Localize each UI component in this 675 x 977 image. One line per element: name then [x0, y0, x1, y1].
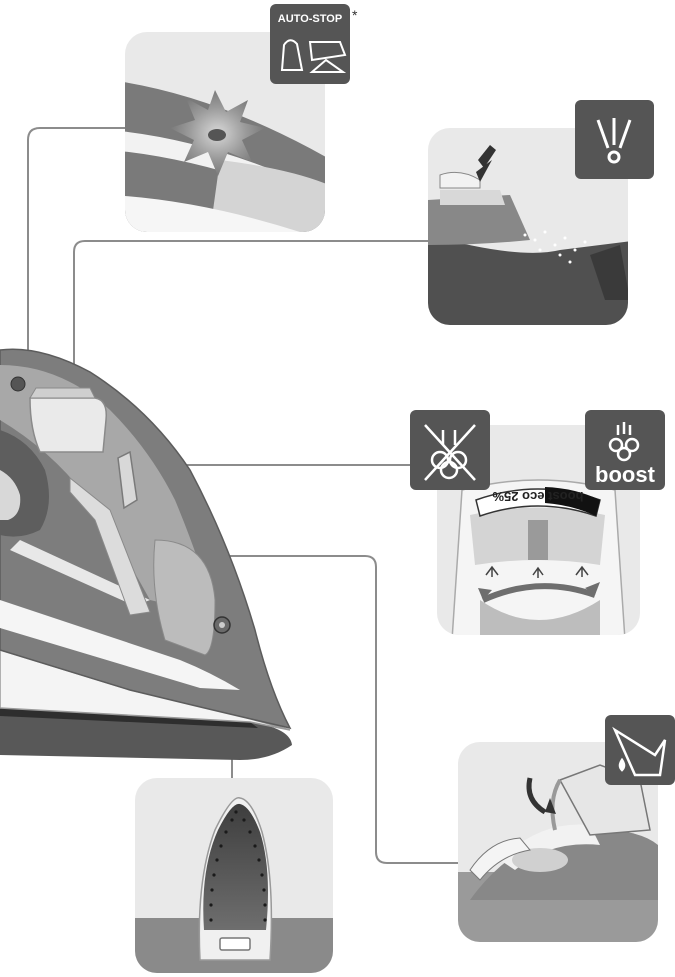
panel-soleplate: [135, 778, 333, 973]
no-steam-icon: [410, 410, 490, 490]
auto-stop-icon: AUTO-STOP: [270, 4, 350, 84]
iron-illustration: [0, 349, 292, 760]
steam-burst-icon: [575, 100, 654, 179]
svg-text:AUTO-STOP: AUTO-STOP: [278, 13, 342, 25]
svg-text:boost: boost: [595, 462, 656, 487]
footnote-asterisk: *: [352, 7, 358, 23]
water-fill-icon: [605, 715, 675, 785]
boost-steam-icon: boost: [585, 410, 665, 490]
dial-label: boost eco 25%: [492, 489, 583, 504]
auto-stop-light: [11, 377, 25, 391]
spray-button: [30, 398, 106, 452]
